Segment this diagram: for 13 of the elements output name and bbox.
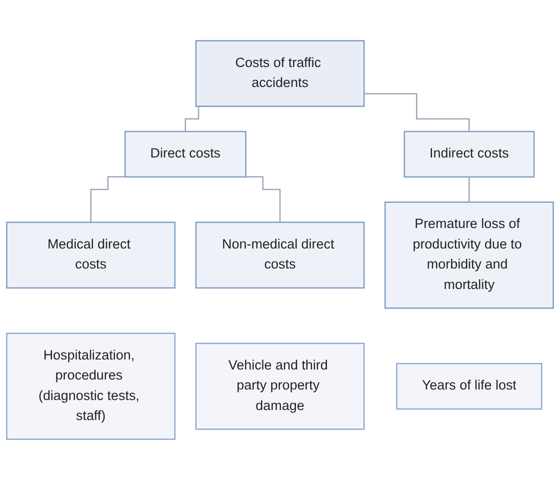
connector — [364, 93, 470, 132]
node-box: Indirect costs — [404, 130, 535, 178]
node-box: Direct costs — [124, 130, 246, 178]
connector — [468, 176, 470, 203]
node-box: Vehicle and third party property damage — [195, 342, 365, 430]
node-box: Non-medical direct costs — [195, 222, 365, 289]
connector — [90, 176, 126, 223]
node-box: Costs of traffic accidents — [195, 40, 365, 107]
connector — [246, 176, 281, 223]
node-box: Hospitalization, procedures (diagnostic tests, staff) — [6, 332, 176, 440]
node-box: Medical direct costs — [6, 222, 176, 289]
node-box: Years of life lost — [396, 362, 542, 410]
node-box: Premature loss of productivity due to morbidity and mortality — [384, 202, 554, 309]
